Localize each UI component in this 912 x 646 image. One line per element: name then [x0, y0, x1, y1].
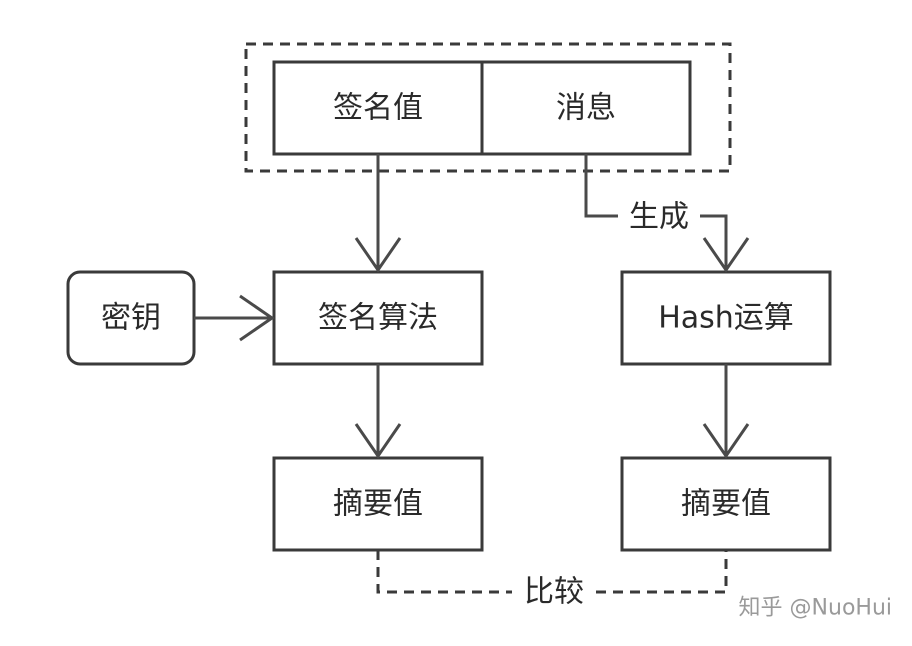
arrow-key-to-algorithm [194, 294, 275, 342]
compare-connector [376, 550, 728, 594]
signature-algorithm-label: 签名算法 [318, 301, 438, 336]
arrow-message-to-hash [584, 154, 750, 273]
digest-left-node: 摘要值 [272, 456, 484, 552]
digest-left-label: 摘要值 [333, 487, 423, 522]
hash-operation-label: Hash运算 [658, 301, 794, 336]
signature-value-label: 签名值 [333, 91, 423, 126]
generate-label-bg [618, 198, 700, 236]
hash-operation-node: Hash运算 [620, 270, 832, 366]
digest-right-node: 摘要值 [620, 456, 832, 552]
compare-label: 比较 [524, 575, 584, 610]
generate-label: 生成 [629, 200, 689, 235]
arrow-algorithm-to-digest [354, 364, 402, 459]
watermark-text: 知乎 @NuoHui [739, 596, 892, 621]
signature-algorithm-node: 签名算法 [272, 270, 484, 366]
arrow-signature-to-algorithm [354, 154, 402, 273]
digest-right-label: 摘要值 [681, 487, 771, 522]
arrow-hash-to-digest [702, 364, 750, 459]
key-label: 密钥 [101, 301, 161, 336]
message-label: 消息 [556, 91, 616, 126]
key-node: 密钥 [66, 270, 196, 366]
signed-message-group [244, 42, 732, 173]
message-node: 消息 [480, 60, 692, 156]
signature-value-node: 签名值 [272, 60, 484, 156]
